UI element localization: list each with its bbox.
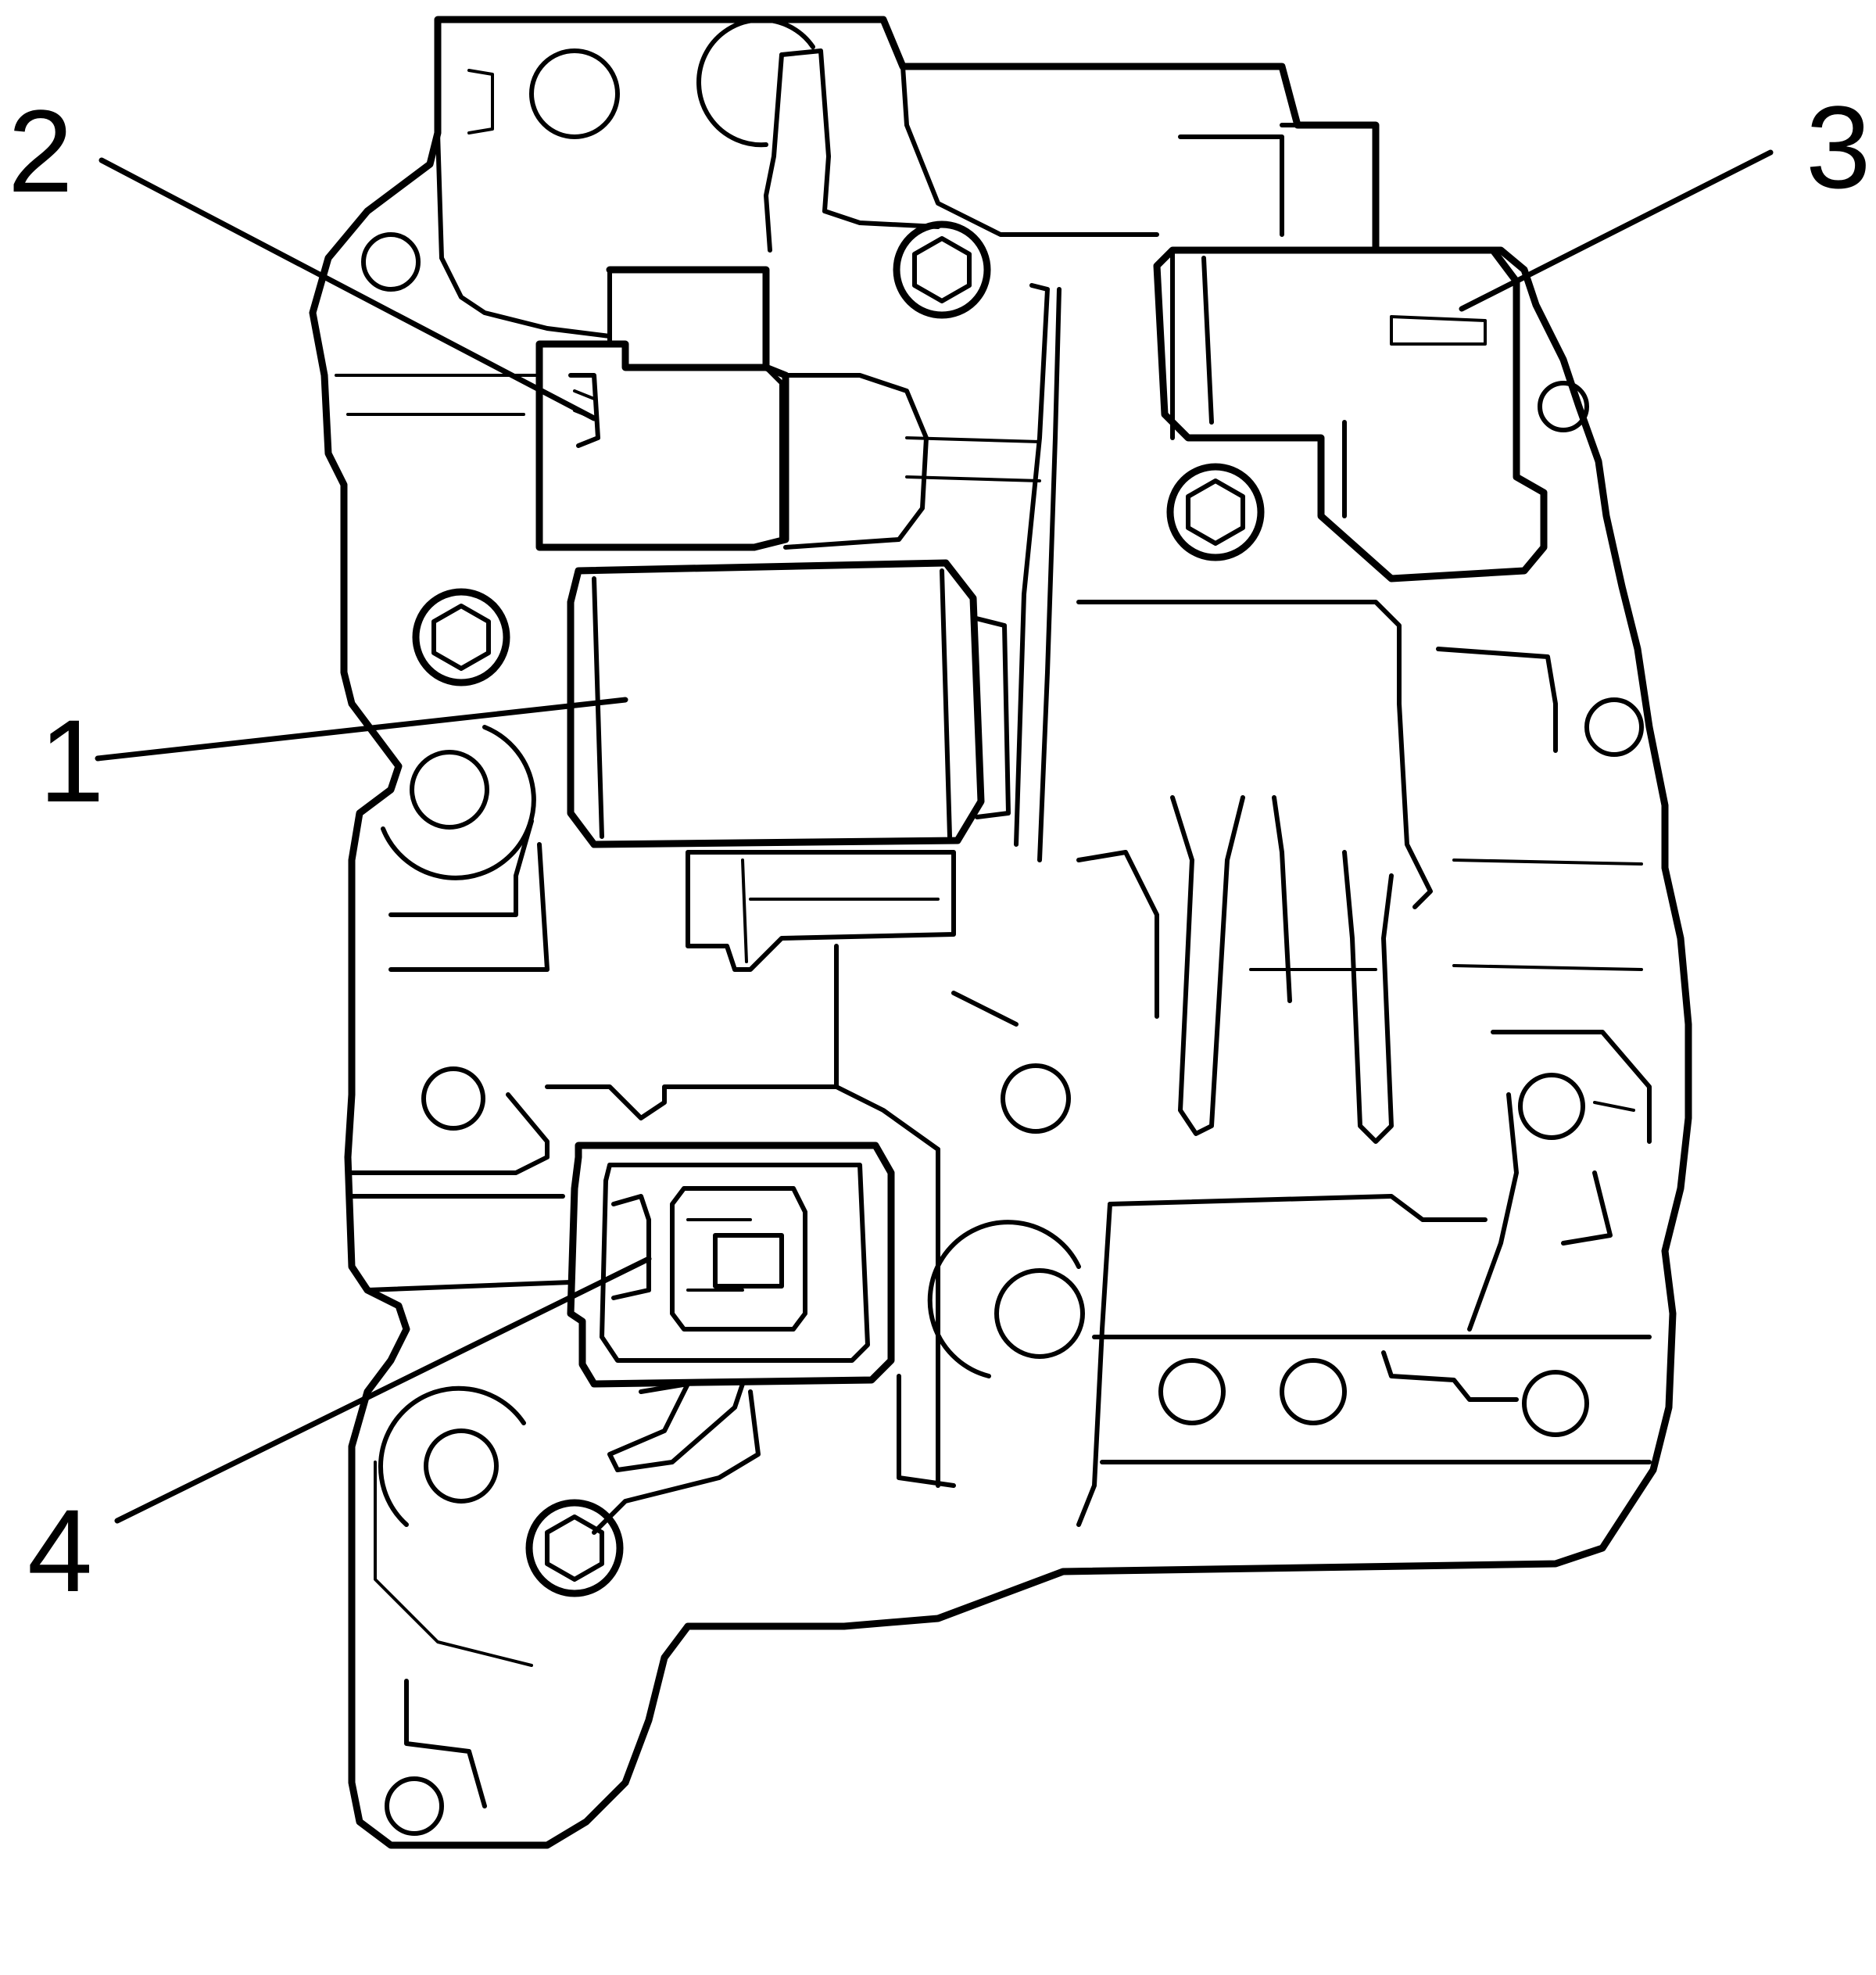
callout-4: 4: [27, 1485, 92, 1616]
hole-left-1-boss: [381, 725, 536, 880]
bolt-left-mid: [412, 588, 510, 686]
hole-bottom-corner: [385, 1776, 444, 1836]
bolt-right-mid-1: [1166, 463, 1265, 561]
hole-row-1: [1158, 1358, 1226, 1425]
callout-3: 3: [1806, 81, 1871, 213]
hole-bottom-left: [424, 1428, 499, 1504]
top-boss-arc: [696, 17, 815, 148]
lever-arm-top: [779, 48, 940, 229]
valve-body-center: [834, 283, 1643, 1488]
callout-1: 1: [39, 695, 104, 826]
hole-right-2: [1584, 697, 1644, 757]
leader-line-3: [1459, 149, 1774, 312]
leader-line-2: [98, 157, 597, 421]
leader-line-4: [114, 1256, 652, 1524]
callout-2: 2: [8, 85, 73, 217]
solenoid-1: [567, 559, 1011, 972]
housing-lower-right: [1076, 1030, 1652, 1527]
hole-left-1: [410, 750, 489, 830]
leader-line-1: [95, 697, 628, 762]
hole-bottom-left-boss: [378, 1385, 526, 1527]
hole-left-upper: [361, 232, 421, 292]
hole-center-lower-boss: [927, 1220, 1081, 1378]
hole-center-lower: [994, 1268, 1085, 1359]
solenoid-2: [535, 266, 1041, 551]
connector-4: [567, 1142, 895, 1535]
hole-right-top: [1538, 381, 1589, 432]
hole-row-3: [1522, 1370, 1589, 1437]
hole-row-2: [1280, 1358, 1347, 1425]
housing-lower-left: [349, 819, 839, 1808]
lever-arm-top-2: [764, 52, 784, 253]
bolt-bottom-left: [525, 1499, 624, 1597]
hole-left-2: [421, 1066, 485, 1131]
housing-top-rim: [900, 64, 1159, 237]
top-hole-1: [529, 48, 620, 139]
bolt-top-center: [893, 220, 991, 319]
top-plate-notch: [467, 69, 494, 134]
hole-center: [1001, 1063, 1071, 1134]
solenoid-3: [1153, 123, 1548, 582]
hole-right-1: [1518, 1073, 1585, 1140]
top-plate-edge: [435, 131, 612, 339]
